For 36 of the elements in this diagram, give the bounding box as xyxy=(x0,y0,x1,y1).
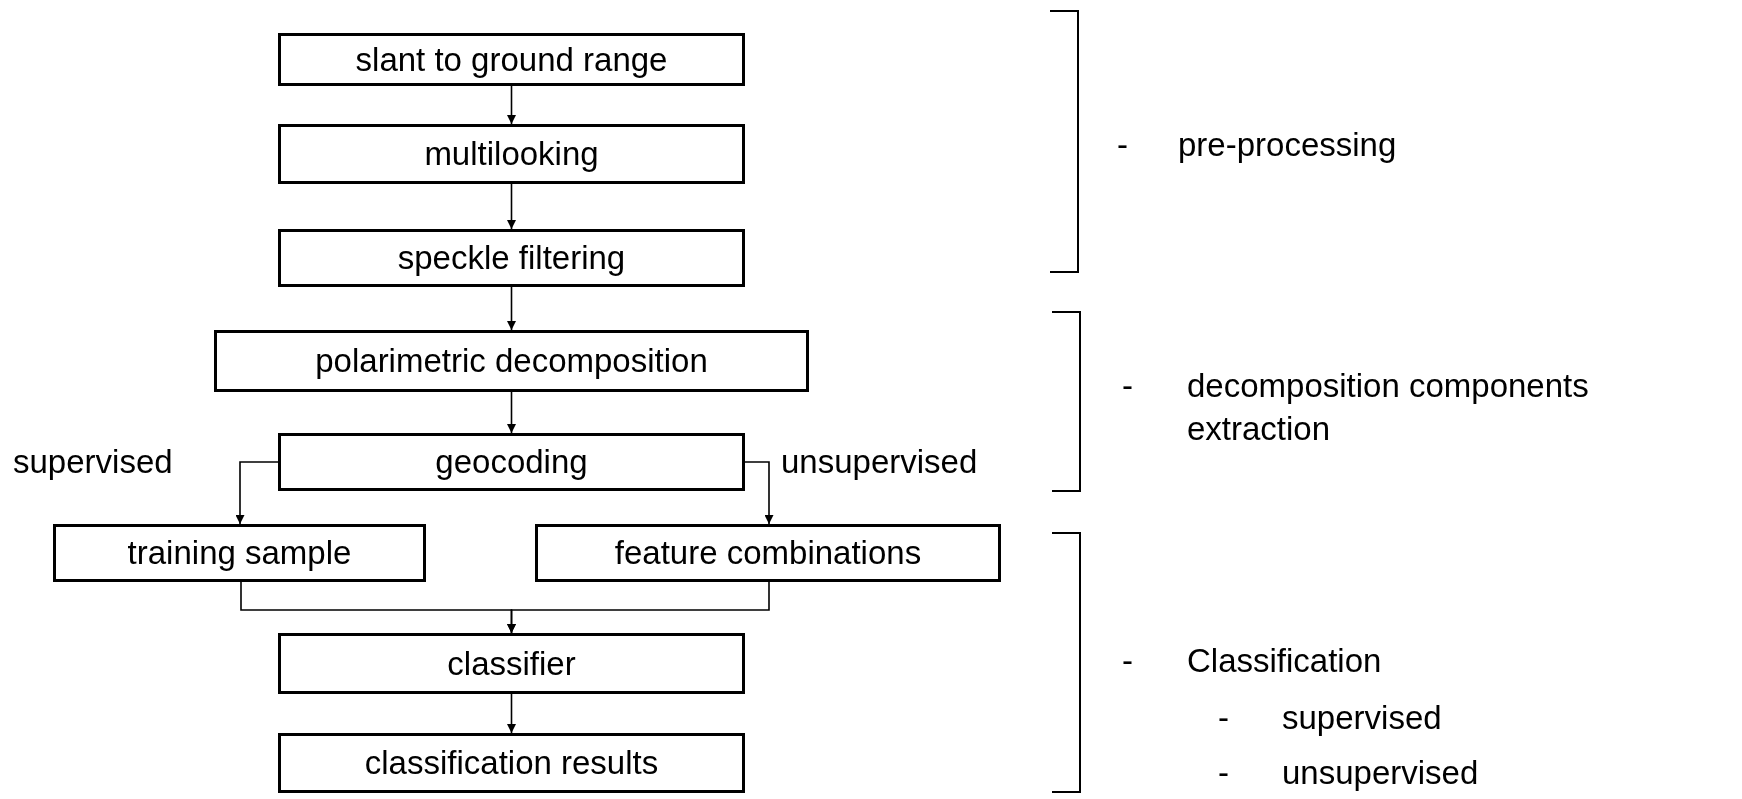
list-dash: - xyxy=(1218,753,1229,793)
box-label: speckle filtering xyxy=(397,239,626,277)
list-dash: - xyxy=(1117,125,1128,165)
box-label: classification results xyxy=(364,744,659,782)
arrow xyxy=(507,85,516,125)
arrow xyxy=(507,693,516,734)
process-box xyxy=(278,633,745,694)
stage-note: pre-processing xyxy=(1178,125,1397,165)
arrow xyxy=(744,461,774,525)
stage-note: Classification xyxy=(1187,641,1382,681)
process-box xyxy=(214,330,809,392)
arrow xyxy=(507,581,770,634)
process-box xyxy=(278,733,745,793)
stage-note: unsupervised xyxy=(1282,753,1479,793)
process-box xyxy=(278,124,745,184)
process-box xyxy=(278,33,745,86)
box-label: classifier xyxy=(447,644,576,683)
stage-note: decomposition components extraction xyxy=(1187,366,1590,449)
box-label: feature combinations xyxy=(614,534,922,572)
box-label: slant to ground range xyxy=(355,40,668,79)
arrow xyxy=(235,461,279,525)
box-label: geocoding xyxy=(435,443,588,481)
process-box xyxy=(535,524,1001,582)
process-box xyxy=(278,433,745,491)
arrow xyxy=(507,286,516,331)
box-label: polarimetric decomposition xyxy=(315,342,708,380)
list-dash: - xyxy=(1122,366,1133,406)
list-dash: - xyxy=(1218,698,1229,738)
box-label: multilooking xyxy=(424,135,599,173)
process-box xyxy=(278,229,745,287)
process-box xyxy=(53,524,426,582)
list-dash: - xyxy=(1122,641,1133,681)
arrow xyxy=(507,391,516,434)
arrow xyxy=(507,183,516,230)
stage-note: supervised xyxy=(1282,698,1442,738)
box-label: training sample xyxy=(127,534,352,572)
